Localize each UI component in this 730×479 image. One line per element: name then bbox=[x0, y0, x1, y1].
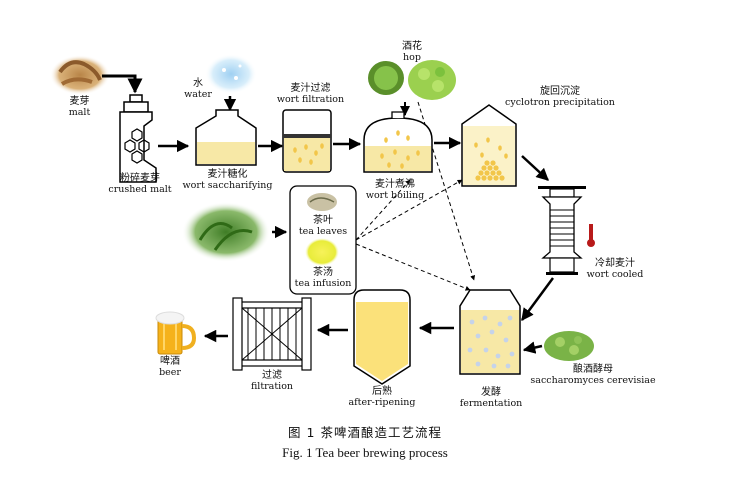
dash-tea-cyclo bbox=[355, 179, 463, 241]
figure-caption-zh: 图 1 茶啤酒酿造工艺流程 bbox=[288, 425, 442, 440]
label-tea-infusion-en: tea infusion bbox=[294, 277, 352, 289]
boiling-kettle bbox=[363, 111, 433, 173]
label-fermentation-zh: 发酵 bbox=[481, 387, 501, 398]
label-cyclotron-en: cyclotron precipitation bbox=[505, 96, 615, 108]
saccharifying-tank bbox=[195, 109, 257, 166]
label-tea-leaves-zh: 茶叶 bbox=[313, 215, 333, 226]
label-saccharifying-zh: 麦汁糖化 bbox=[207, 169, 248, 180]
label-filtration2-zh: 过滤 bbox=[262, 370, 282, 381]
label-saccharifying: 麦汁糖化 wort saccharifying bbox=[180, 169, 275, 191]
label-tea-leaves: 茶叶 tea leaves bbox=[292, 215, 354, 237]
label-cooled: 冷却麦汁 wort cooled bbox=[580, 258, 650, 280]
cooler-column bbox=[538, 186, 586, 275]
label-cyclotron-zh: 旋回沉淀 bbox=[540, 86, 580, 97]
label-crushed-malt-en: crushed malt bbox=[108, 183, 172, 195]
arrow-cooler-ferment bbox=[520, 277, 555, 322]
hop-image bbox=[368, 60, 456, 100]
label-fermentation-en: fermentation bbox=[459, 397, 523, 409]
label-cooled-zh: 冷却麦汁 bbox=[595, 258, 635, 269]
tea-plant-image bbox=[182, 202, 270, 262]
label-boiling: 麦汁煮沸 wort boiling bbox=[355, 179, 435, 201]
label-after-ripening-zh: 后熟 bbox=[372, 386, 392, 397]
label-tea-leaves-en: tea leaves bbox=[298, 225, 348, 237]
label-beer-en: beer bbox=[159, 366, 181, 378]
label-crushed-malt: 粉碎麦芽 crushed malt bbox=[100, 173, 180, 195]
label-filtration2-en: filtration bbox=[250, 380, 294, 392]
label-beer: 啤酒 beer bbox=[150, 356, 190, 378]
label-malt-en: malt bbox=[68, 106, 91, 118]
label-crushed-malt-zh: 粉碎麦芽 bbox=[120, 173, 160, 184]
label-yeast: 酿酒酵母 saccharomyces cerevisiae bbox=[528, 364, 658, 386]
label-hop: 酒花 hop bbox=[392, 41, 432, 63]
label-malt-zh: 麦芽 bbox=[69, 96, 90, 107]
label-malt: 麦芽 malt bbox=[52, 96, 107, 118]
beer-mug-icon bbox=[155, 311, 197, 355]
label-tea-infusion: 茶汤 tea infusion bbox=[292, 267, 354, 289]
label-tea-infusion-zh: 茶汤 bbox=[313, 267, 333, 278]
thermometer-icon bbox=[587, 224, 595, 247]
label-after-ripening-en: after-ripening bbox=[348, 396, 416, 408]
arrow-cyclo-cooler bbox=[521, 155, 549, 181]
dash-tea-ferment bbox=[355, 243, 471, 291]
label-boiling-en: wort boiling bbox=[365, 189, 425, 201]
label-beer-zh: 啤酒 bbox=[160, 356, 180, 367]
label-water-en: water bbox=[184, 88, 212, 100]
label-filtration1-en: wort filtration bbox=[276, 93, 345, 105]
fermentation-tank bbox=[459, 289, 521, 375]
label-yeast-zh: 酿酒酵母 bbox=[573, 364, 613, 375]
filtration-tank bbox=[282, 109, 332, 173]
label-cyclotron: 旋回沉淀 cyclotron precipitation bbox=[495, 86, 625, 108]
label-water: 水 water bbox=[178, 78, 218, 100]
tea-box bbox=[289, 185, 357, 295]
filter-press bbox=[232, 297, 312, 371]
label-hop-en: hop bbox=[403, 51, 421, 63]
label-saccharifying-en: wort saccharifying bbox=[182, 179, 273, 191]
label-filtration1-zh: 麦汁过滤 bbox=[290, 83, 331, 94]
after-ripening-tank bbox=[353, 289, 411, 385]
label-filtration2: 过滤 filtration bbox=[247, 370, 297, 392]
label-after-ripening: 后熟 after-ripening bbox=[344, 386, 420, 408]
label-water-zh: 水 bbox=[193, 78, 203, 89]
arrow-yeast-ferment bbox=[522, 341, 543, 354]
malt-image bbox=[50, 55, 110, 95]
yeast-image bbox=[544, 331, 594, 361]
label-cooled-en: wort cooled bbox=[586, 268, 644, 280]
label-yeast-en: saccharomyces cerevisiae bbox=[530, 374, 656, 386]
figure-caption-en: Fig. 1 Tea beer brewing process bbox=[282, 445, 448, 460]
label-hop-zh: 酒花 bbox=[402, 41, 422, 52]
crusher-icon bbox=[119, 94, 157, 183]
label-boiling-zh: 麦汁煮沸 bbox=[375, 179, 415, 190]
label-filtration1: 麦汁过滤 wort filtration bbox=[268, 83, 353, 105]
label-fermentation: 发酵 fermentation bbox=[452, 387, 530, 409]
water-image bbox=[205, 54, 257, 94]
cyclotron-tank bbox=[461, 104, 517, 187]
arrow-malt-crusher bbox=[102, 74, 143, 94]
